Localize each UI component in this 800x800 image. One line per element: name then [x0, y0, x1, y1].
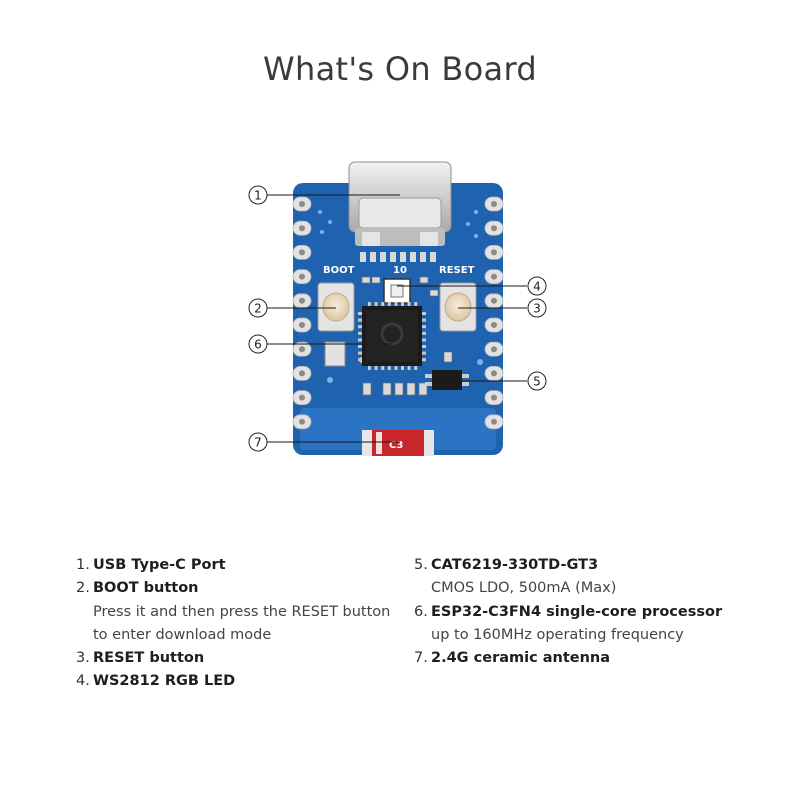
svg-text:4: 4: [533, 280, 541, 294]
chip-pin: [358, 312, 362, 315]
legend-item-1: 1.USB Type-C Port: [76, 557, 226, 573]
castellated-pad-hole: [299, 297, 305, 304]
chip-pin: [374, 366, 378, 370]
usb-c-port: [348, 161, 452, 246]
castellated-pad-hole: [299, 394, 305, 401]
chip-pin: [422, 351, 426, 355]
callout-2: 2: [248, 298, 268, 318]
svg-text:5: 5: [533, 375, 541, 389]
castellated-pad-hole: [491, 370, 497, 377]
castellated-pad-hole: [491, 346, 497, 353]
castellated-pad-hole: [299, 346, 305, 353]
chip-pin: [422, 358, 426, 362]
castellated-pad-hole: [491, 249, 497, 256]
ceramic-antenna: [362, 430, 434, 456]
castellated-pad-hole: [491, 322, 497, 328]
castellated-pad-hole: [299, 201, 305, 207]
chip-pin: [394, 366, 398, 370]
pcb-vias: [318, 210, 483, 383]
chip-pin: [422, 331, 426, 335]
chip-pin: [422, 325, 426, 329]
chip-pin: [387, 366, 391, 370]
chip-pin: [401, 366, 404, 370]
chip-pin: [414, 302, 418, 306]
chip-pin: [374, 302, 378, 306]
legend-item-4: 4.WS2812 RGB LED: [76, 673, 236, 690]
page-title: What's On Board: [263, 50, 537, 88]
esp32-chip-pins: [358, 302, 426, 370]
chip-pin: [422, 338, 426, 342]
chip-pin: [358, 358, 362, 362]
svg-text:6: 6: [254, 338, 262, 352]
castellated-pad-hole: [491, 225, 497, 232]
chip-pin: [422, 318, 426, 322]
chip-pin: [358, 331, 362, 335]
ldo-regulator: [425, 370, 469, 390]
callout-3: 3: [527, 298, 547, 318]
chip-pin: [387, 302, 391, 306]
usb-pin-row: [360, 252, 436, 262]
callout-4: 4: [527, 276, 547, 296]
legend-item-5-desc: CMOS LDO, 500mA (Max): [431, 580, 617, 597]
chip-pin: [381, 302, 385, 306]
castellated-pad-hole: [491, 297, 497, 304]
chip-pin: [358, 345, 362, 348]
chip-pin: [414, 366, 418, 370]
castellated-pad-hole: [299, 370, 305, 377]
esp32-chip: [362, 306, 422, 366]
castellated-pad-hole: [299, 322, 305, 328]
chip-pin: [407, 366, 411, 370]
chip-pin: [358, 351, 362, 355]
castellated-pad-hole: [491, 273, 497, 280]
svg-text:2: 2: [254, 302, 262, 316]
pcb-antenna-zone: [300, 408, 496, 450]
chip-pin: [358, 325, 362, 329]
chip-pin: [368, 302, 371, 306]
chip-pin: [381, 366, 385, 370]
chip-pin: [394, 302, 398, 306]
callout-6: 6: [248, 334, 268, 354]
svg-text:1: 1: [254, 189, 262, 203]
svg-text:7: 7: [254, 436, 262, 450]
rgb-led: [383, 278, 411, 304]
chip-pin: [358, 338, 362, 342]
callout-5: 5: [527, 371, 547, 391]
legend-item-2-desc: Press it and then press the RESET button…: [93, 603, 391, 643]
boot-silk-label: BOOT: [323, 265, 355, 276]
castellated-pad-hole: [299, 273, 305, 280]
castellated-pad-hole: [299, 418, 305, 425]
chip-pin: [407, 302, 411, 306]
castellated-pad-hole: [299, 249, 305, 256]
pads-left: [292, 196, 312, 430]
reset-silk-label: RESET: [439, 265, 475, 276]
io-silk-label: 10: [393, 265, 407, 276]
reset-button: [439, 282, 477, 332]
antenna-silk-label: C3: [389, 440, 403, 451]
callout-lines: [267, 194, 527, 443]
chip-pin: [422, 345, 426, 348]
legend-item-6-desc: up to 160MHz operating frequency: [431, 626, 684, 643]
castellated-pad-hole: [491, 394, 497, 401]
svg-text:3: 3: [533, 302, 541, 316]
castellated-pad-hole: [491, 418, 497, 425]
chip-pin: [358, 318, 362, 322]
castellated-pad-hole: [299, 225, 305, 232]
callout-7: 7: [248, 432, 268, 452]
chip-pin: [368, 366, 371, 370]
chip-pin: [401, 302, 404, 306]
crystal: [324, 341, 346, 367]
legend-item-3: 3.RESET button: [76, 650, 205, 667]
chip-pin: [422, 312, 426, 315]
callout-1: 1: [248, 185, 268, 205]
boot-button: [317, 282, 355, 332]
castellated-pad-hole: [491, 201, 497, 207]
legend-item-7: 7.2.4G ceramic antenna: [414, 650, 611, 667]
